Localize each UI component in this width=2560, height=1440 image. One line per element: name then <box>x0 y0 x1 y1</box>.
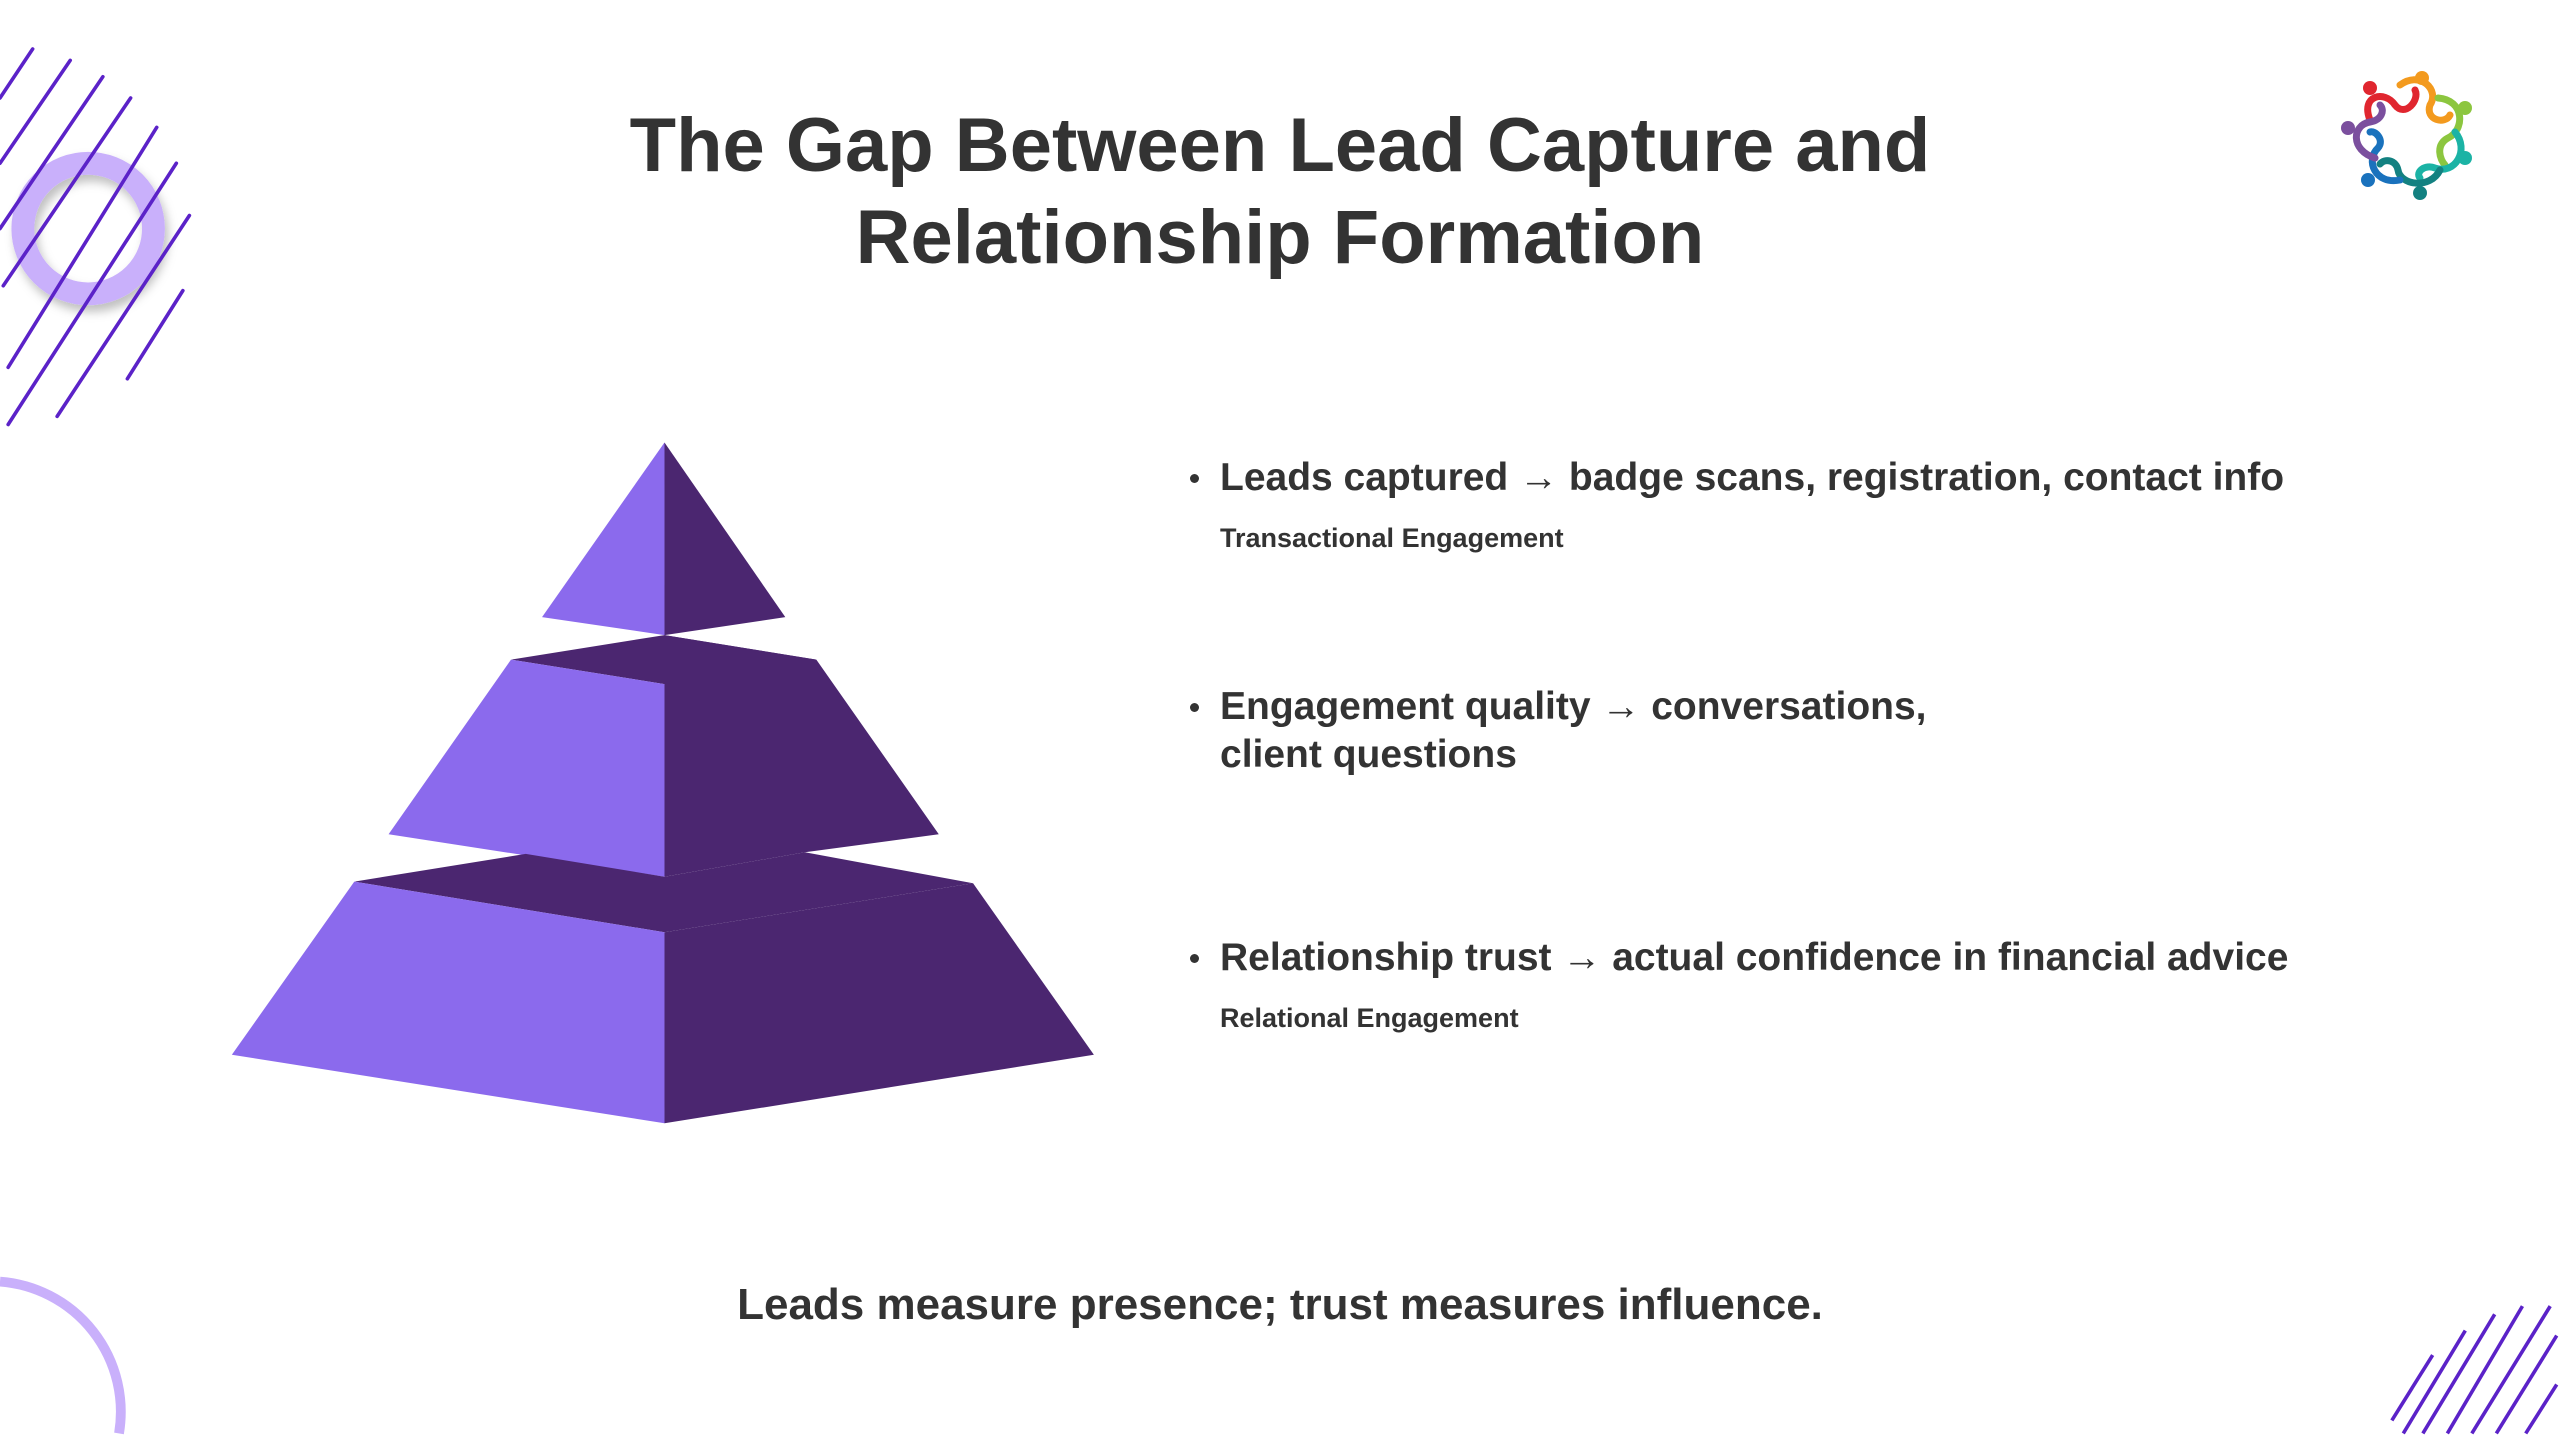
bullet-leads-captured: Leads captured → badge scans, registrati… <box>1189 454 2285 502</box>
bottom-right-stripes <box>2390 1305 2559 1435</box>
bullet-relationship-trust: Relationship trust → actual confidence i… <box>1189 934 2289 982</box>
bullet-text: Relationship trust → actual confidence i… <box>1220 936 2289 979</box>
bullet-text-line-2: client questions <box>1220 733 1517 776</box>
sublabel-transactional-engagement: Transactional Engagement <box>1220 523 1564 553</box>
pyramid-graphic <box>231 442 1094 1124</box>
footer-takeaway: Leads measure presence; trust measures i… <box>737 1280 1823 1329</box>
bullet-text-line-1: Engagement quality → conversations, <box>1220 685 1927 728</box>
pyramid-bottom-top-edge <box>354 852 974 933</box>
sublabel-relational-engagement: Relational Engagement <box>1220 1003 1519 1033</box>
pyramid-bottom-right-face <box>664 883 1094 1124</box>
bullet-text: Leads captured → badge scans, registrati… <box>1220 456 2285 499</box>
community-logo-icon <box>2341 71 2472 200</box>
title-line-2: Relationship Formation <box>855 195 1705 280</box>
slide-title: The Gap Between Lead Capture and Relatio… <box>0 100 2560 284</box>
bottom-left-arc <box>0 1276 126 1435</box>
top-left-stripes <box>0 47 192 427</box>
pyramid-middle-left-face <box>388 659 665 877</box>
pyramid-top-right-face <box>664 442 786 636</box>
bullet-engagement-quality: Engagement quality → conversations, clie… <box>1190 683 1927 779</box>
pyramid-top-left-face <box>542 442 665 636</box>
pyramid-middle-right-face <box>664 635 939 877</box>
pyramid-bottom-left-face <box>231 881 665 1124</box>
title-line-1: The Gap Between Lead Capture and <box>629 103 1931 188</box>
